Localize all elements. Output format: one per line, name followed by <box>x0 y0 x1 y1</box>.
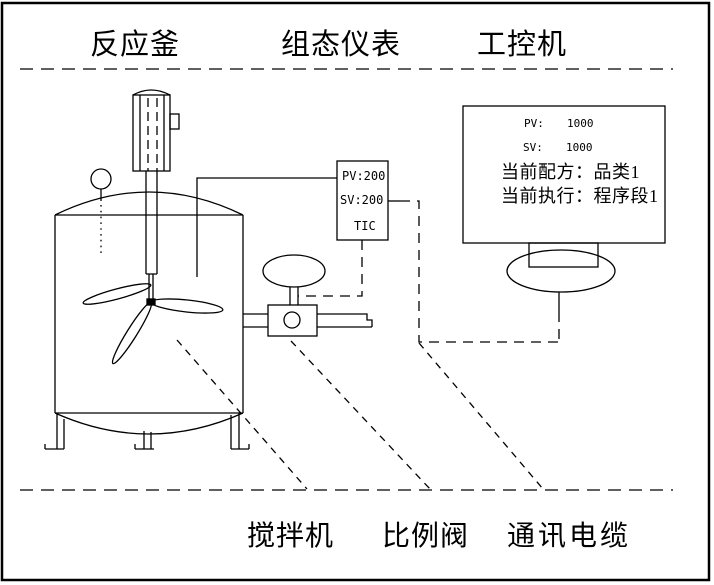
impeller-blade-right <box>150 298 224 314</box>
valve-stem <box>289 287 299 305</box>
instrument-label: 组态仪表 <box>281 29 402 61</box>
motor-body <box>132 94 171 172</box>
valve-actuator <box>262 254 326 288</box>
gauge-dial <box>90 168 112 190</box>
vessel-leg-left <box>44 413 65 450</box>
tic-tag: TIC <box>354 219 376 233</box>
monitor-sv-value: 1000 <box>566 141 593 154</box>
monitor-base <box>506 249 616 293</box>
leader-line-cable <box>418 342 544 490</box>
valve-label: 比例阀 <box>382 521 470 552</box>
monitor-recipe-line: 当前配方：品类1 <box>501 162 640 182</box>
monitor-exec-line: 当前执行：程序段1 <box>501 186 659 206</box>
monitor-stand <box>528 242 599 268</box>
vessel-leg-center <box>134 431 154 450</box>
shaft-upper <box>145 171 158 275</box>
proportional-valve <box>243 254 373 337</box>
tic-sv-readout: SV:200 <box>340 193 384 207</box>
leader-line-mixer <box>176 339 308 490</box>
valve-port-circle <box>283 311 301 329</box>
mixer-label: 搅拌机 <box>247 521 335 552</box>
impeller-blades <box>82 283 224 365</box>
motor-junction-box <box>169 113 180 130</box>
monitor-pv-label: PV: <box>524 117 544 130</box>
monitor-pv-value: 1000 <box>567 117 594 130</box>
sensor-signal-line <box>196 177 337 277</box>
valve-pipe-left <box>243 313 268 328</box>
impeller-blade-left <box>82 283 152 305</box>
agitator-motor <box>132 89 180 172</box>
valve-body <box>267 304 318 337</box>
reactor-label: 反应釜 <box>90 29 181 61</box>
industrial-pc <box>462 105 666 293</box>
motor-top-cap <box>132 89 171 96</box>
communication-cable-dashed <box>400 200 559 343</box>
monitor-sv-label: SV: <box>523 141 543 154</box>
vessel-leg-right <box>230 413 250 450</box>
vessel-dome <box>54 191 244 216</box>
vessel-dished-bottom <box>54 412 244 435</box>
computer-label: 工控机 <box>477 29 568 61</box>
agitator-shaft <box>145 171 158 306</box>
valve-pipe-right <box>317 313 373 328</box>
cable-label: 通讯电缆 <box>507 521 632 552</box>
tic-to-valve-control-line <box>298 240 363 297</box>
pressure-gauge <box>90 168 112 257</box>
impeller-blade-down <box>111 301 153 365</box>
tic-pv-readout: PV:200 <box>342 169 386 183</box>
leader-line-valve <box>290 340 431 490</box>
reactor-vessel <box>44 191 250 450</box>
